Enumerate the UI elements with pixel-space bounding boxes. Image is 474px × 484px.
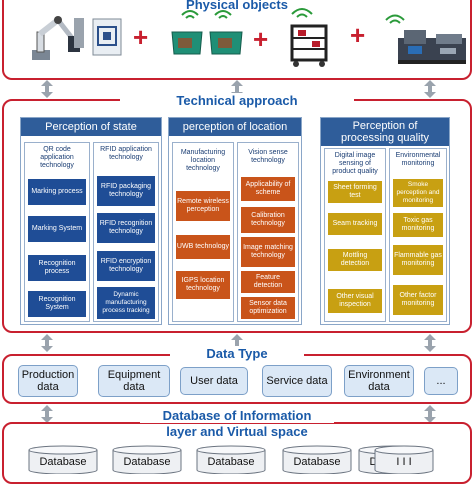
database-title-line1: Database of Information [140, 408, 334, 423]
item-box: Flammable gas monitoring [393, 245, 443, 275]
item-box: IGPS location technology [176, 271, 230, 299]
panel-title: Perception of state [21, 118, 161, 136]
rfid-tag-icon [92, 18, 122, 56]
technical-approach-title: Technical approach [120, 93, 354, 108]
item-box: Image matching technology [241, 237, 295, 267]
item-box: Seam tracking [328, 213, 382, 235]
database-label: Database [39, 456, 87, 468]
column-header: Digital image sensing of product quality [332, 152, 378, 175]
column-header: QR code application technology [40, 146, 74, 169]
database-label: Database [123, 456, 171, 468]
double-arrow-icon [424, 334, 436, 352]
double-arrow-icon [41, 334, 53, 352]
item-box: Other visual inspection [328, 289, 382, 313]
green-bins-icon [170, 24, 244, 58]
data-type-environment: Environment data [344, 365, 414, 397]
item-box: Applicability of scheme [241, 177, 295, 201]
item-box: Mottling detection [328, 249, 382, 271]
item-box: RFID recognition technology [97, 213, 155, 243]
item-box: UWB technology [176, 235, 230, 259]
database-label: I I I [396, 456, 412, 468]
item-box: RFID packaging technology [97, 176, 155, 206]
data-type-production: Production data [18, 365, 78, 397]
double-arrow-icon [424, 80, 436, 98]
column-header: RFID application technology [100, 146, 152, 161]
panel-title: Perception of processing quality [321, 118, 449, 146]
wifi-icon [290, 6, 314, 20]
panel-perception-of-location: perception of location Manufacturing loc… [168, 117, 302, 325]
rack-cart-icon [286, 22, 334, 68]
item-box: Recognition System [28, 291, 86, 317]
item-box: Dynamic manufacturing process tracking [97, 287, 155, 319]
database-cylinder: Database [282, 444, 352, 474]
data-type-user: User data [180, 367, 248, 395]
item-box: Marking process [28, 179, 86, 205]
item-box: Calibration technology [241, 207, 295, 233]
column-header: Vision sense technology [248, 149, 288, 164]
data-type-title: Data Type [170, 346, 304, 361]
wifi-icon [213, 8, 233, 20]
database-label: Database [207, 456, 255, 468]
database-label: Database [293, 456, 341, 468]
item-box: Recognition process [28, 255, 86, 281]
plus-sign: + [133, 22, 149, 52]
double-arrow-icon [41, 80, 53, 98]
item-box: Toxic gas monitoring [393, 213, 443, 237]
database-more-cylinder: I I I [374, 444, 434, 474]
column-vision-sense: Vision sense technology Applicability of… [237, 142, 299, 322]
data-type-service: Service data [262, 365, 332, 397]
robot-arm-icon [28, 12, 90, 62]
plus-sign: + [253, 24, 269, 54]
data-type-more: ... [424, 367, 458, 395]
item-box: Sensor data optimization [241, 297, 295, 319]
machine-icon [396, 26, 468, 66]
panel-perception-of-state: Perception of state QR code application … [20, 117, 162, 325]
database-cylinder: Database [112, 444, 182, 474]
database-cylinder: Database [196, 444, 266, 474]
column-header: Environmental monitoring [395, 152, 441, 167]
physical-objects-title: Physical objects [186, 0, 288, 12]
panel-perception-of-processing-quality: Perception of processing quality Digital… [320, 117, 450, 325]
database-cylinder: Database [28, 444, 98, 474]
item-box: Sheet forming test [328, 181, 382, 203]
database-title-line2: layer and Virtual space [140, 424, 334, 439]
column-rfid: RFID application technology RFID packagi… [93, 142, 159, 322]
column-digital-image: Digital image sensing of product quality… [324, 148, 386, 322]
double-arrow-icon [424, 405, 436, 423]
column-header: Manufacturing location technology [180, 149, 226, 172]
item-box: Smoke perception and monitoring [393, 179, 443, 207]
item-box: Marking System [28, 216, 86, 242]
column-qr-code: QR code application technology Marking p… [24, 142, 90, 322]
plus-sign: + [350, 20, 366, 50]
column-environmental-monitoring: Environmental monitoring Smoke perceptio… [389, 148, 447, 322]
wifi-icon [384, 12, 406, 24]
item-box: RFID encryption technology [97, 251, 155, 281]
data-type-equipment: Equipment data [98, 365, 170, 397]
item-box: Feature detection [241, 271, 295, 293]
panel-title: perception of location [169, 118, 301, 136]
item-box: Other factor monitoring [393, 285, 443, 315]
double-arrow-icon [41, 405, 53, 423]
wifi-icon [180, 8, 200, 20]
item-box: Remote wireless perception [176, 191, 230, 221]
column-manufacturing-location: Manufacturing location technology Remote… [172, 142, 234, 322]
